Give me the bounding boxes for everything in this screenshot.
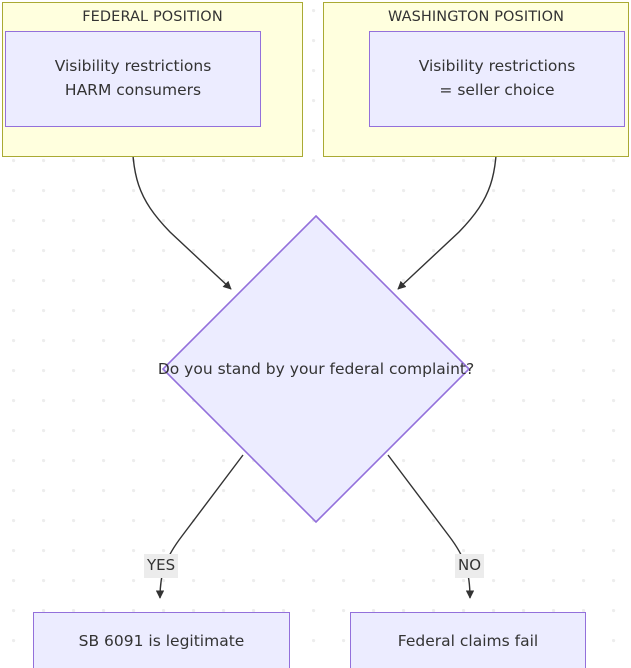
subgraph-washington-title: WASHINGTON POSITION <box>387 9 565 25</box>
node-decision-line-2: your federal complaint? <box>289 359 475 378</box>
node-washington-claim-line-2: = seller choice <box>439 81 555 99</box>
node-decision-diamond[interactable]: Do you stand by your federal complaint? <box>158 215 474 523</box>
diamond-shape <box>162 215 470 523</box>
node-outcome-yes[interactable]: SB 6091 is legitimate <box>33 612 290 668</box>
node-outcome-no-line-1: Federal claims fail <box>397 632 539 651</box>
node-outcome-yes-line-1: SB 6091 is legitimate <box>78 632 245 651</box>
edge-label-no: NO <box>455 554 485 578</box>
edge-label-no-text: NO <box>458 556 482 574</box>
edge-label-yes-text: YES <box>147 556 176 574</box>
subgraph-federal-title: FEDERAL POSITION <box>82 9 223 25</box>
edge-label-yes: YES <box>144 554 179 578</box>
node-outcome-no[interactable]: Federal claims fail <box>350 612 586 668</box>
node-federal-claim-line-1: Visibility restrictions <box>54 57 212 76</box>
node-decision-label: Do you stand by your federal complaint? <box>158 357 474 381</box>
node-washington-claim[interactable]: Visibility restrictions = seller choice <box>369 31 625 127</box>
node-washington-claim-line-1: Visibility restrictions <box>418 57 576 76</box>
node-federal-claim-line-2: HARM consumers <box>64 81 202 99</box>
node-decision-line-1: Do you stand by <box>157 359 285 378</box>
node-federal-claim[interactable]: Visibility restrictions HARM consumers <box>5 31 261 127</box>
